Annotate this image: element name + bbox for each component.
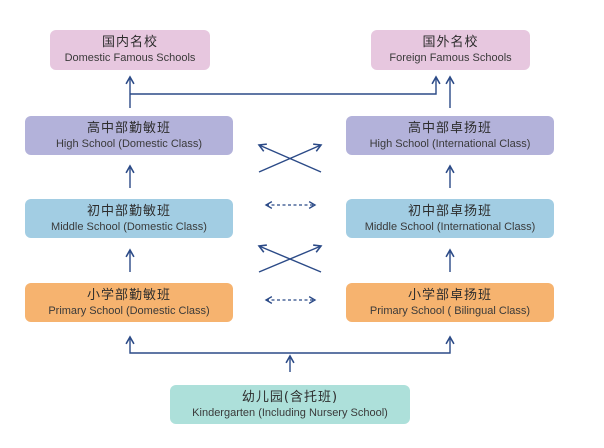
node-primary-domestic: 小学部勤敏班 Primary School (Domestic Class) bbox=[25, 283, 233, 322]
node-middle-international: 初中部卓扬班 Middle School (International Clas… bbox=[346, 199, 554, 238]
node-title-zh: 国外名校 bbox=[422, 35, 479, 50]
node-title-zh: 高中部勤敏班 bbox=[86, 120, 171, 136]
node-title-en: Foreign Famous Schools bbox=[389, 52, 512, 64]
node-foreign-university: 国外名校 Foreign Famous Schools bbox=[371, 30, 530, 70]
node-title-zh: 初中部卓扬班 bbox=[407, 203, 492, 219]
node-title-zh: 小学部勤敏班 bbox=[86, 287, 171, 303]
arrow-kindergarten-to-primary-bilingual bbox=[290, 335, 455, 354]
arrow-high-domestic-to-foreign-university bbox=[130, 75, 441, 95]
node-title-zh: 幼儿园(含托班) bbox=[241, 389, 339, 405]
arrow-middle-domestic-to-high-international bbox=[258, 143, 323, 173]
node-title-en: Primary School ( Bilingual Class) bbox=[369, 304, 531, 317]
node-title-en: Kindergarten (Including Nursery School) bbox=[192, 406, 388, 419]
node-title-en: Domestic Famous Schools bbox=[64, 52, 196, 64]
node-title-zh: 初中部勤敏班 bbox=[86, 203, 171, 219]
node-title-en: High School (International Class) bbox=[369, 137, 531, 150]
node-middle-domestic: 初中部勤敏班 Middle School (Domestic Class) bbox=[25, 199, 233, 238]
node-title-zh: 高中部卓扬班 bbox=[407, 120, 492, 136]
node-domestic-university: 国内名校 Domestic Famous Schools bbox=[50, 30, 210, 70]
arrow-kindergarten-to-primary-domestic bbox=[125, 335, 290, 354]
node-high-international: 高中部卓扬班 High School (International Class) bbox=[346, 116, 554, 155]
node-title-en: Primary School (Domestic Class) bbox=[48, 304, 210, 317]
node-kindergarten: 幼儿园(含托班) Kindergarten (Including Nursery… bbox=[170, 385, 410, 424]
arrow-primary-domestic-to-middle-international bbox=[258, 244, 323, 273]
node-title-en: Middle School (Domestic Class) bbox=[51, 220, 207, 233]
node-title-en: Middle School (International Class) bbox=[364, 220, 536, 233]
node-title-zh: 国内名校 bbox=[101, 35, 158, 50]
node-title-zh: 小学部卓扬班 bbox=[407, 287, 492, 303]
node-title-en: High School (Domestic Class) bbox=[55, 137, 203, 150]
node-primary-bilingual: 小学部卓扬班 Primary School ( Bilingual Class) bbox=[346, 283, 554, 322]
node-high-domestic: 高中部勤敏班 High School (Domestic Class) bbox=[25, 116, 233, 155]
